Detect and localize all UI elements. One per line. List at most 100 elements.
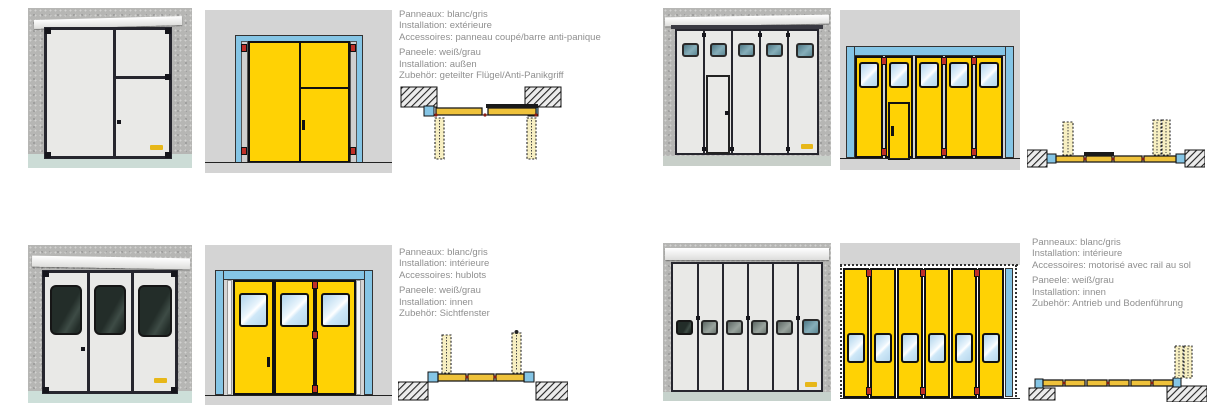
side-guide [356,280,361,395]
window [94,285,126,335]
panel [248,41,301,163]
door-photo-2panel [28,8,192,168]
spec-line: Installation: extérieure [399,20,492,32]
hinge-dot [43,271,49,277]
plan-view-diagram-exterior [400,86,562,160]
door-schematic-2panel [205,10,392,173]
hinge [920,387,926,395]
door-schematic-3panel [205,245,392,405]
floor [28,391,192,403]
lintel [31,255,191,270]
hinge-dot [45,28,51,34]
hinge [881,148,887,156]
side-guide [350,41,357,163]
wall-band [840,243,1020,265]
hinge [312,385,318,393]
guide-dashed [840,265,842,397]
window [138,285,172,337]
hinge-dot [786,33,790,37]
panel-joint [697,264,699,390]
hinge [866,269,872,277]
wicket-door [888,102,910,160]
window [738,43,755,57]
guide-dashed [1015,265,1017,397]
lintel [665,248,829,260]
window [949,62,969,88]
handle [302,120,305,130]
window [901,333,919,363]
hinge [881,57,887,65]
spec-line: Paneele: weiß/grau [399,285,481,297]
spec-line: Installation: innen [399,296,473,308]
panel-joint [731,31,733,153]
hinge-dot [730,147,734,151]
window [766,43,783,57]
hinge [312,331,318,339]
hinge-dot [171,271,177,277]
spec-line: Zubehör: Sichtfenster [399,308,490,320]
window [710,43,727,57]
panel-joint [747,264,749,390]
door-photo-6panel [663,243,831,401]
panel-joint [113,30,116,156]
door-leaf [671,262,823,392]
ground-line [840,158,1020,159]
plan-view-diagram-motorized [1028,345,1207,402]
hinge [971,57,977,65]
hinge-dot [45,152,51,158]
spec-line: Panneaux: blanc/gris [399,247,488,258]
split-line [300,87,349,89]
window [955,333,973,363]
window [982,333,1000,363]
split-line [113,76,169,79]
window [682,43,699,57]
panel-joint [772,264,774,390]
hinge-dot [165,74,171,80]
handle-dot [725,111,729,115]
spec-line: Installation: innen [1032,286,1106,298]
hinge [971,148,977,156]
ground-line [205,395,392,396]
hinge [866,387,872,395]
panel-joint [759,31,761,153]
brand-badge [801,144,813,149]
plan-view-diagram-5panel [1027,119,1205,168]
handle-dot [117,120,121,124]
window [928,333,946,363]
spec-line: Installation: außen [399,58,477,70]
hinge [312,281,318,289]
frame-top [846,46,1014,56]
hinge-dot [702,33,706,37]
hinge-dot [796,316,800,320]
spec-line: Installation: intérieure [1032,248,1123,260]
hinge-dot [165,152,171,158]
window [701,320,718,335]
door-photo-3panel [28,245,192,403]
ground-line [205,162,392,163]
window [859,62,879,88]
top-track [671,25,823,29]
hinge-dot [758,33,762,37]
spec-line: Accessoires: hublots [399,269,487,281]
panel-joint [787,31,789,153]
spec-line: Zubehör: Antrieb und Bodenführung [1032,298,1184,310]
spec-line: Installation: intérieure [399,258,490,270]
frame-left [215,270,224,395]
panel-joint [131,273,134,391]
spec-line: Zubehör: geteilter Flügel/Anti-Panikgrif… [399,70,564,82]
hinge [350,147,356,155]
frame-top [215,270,373,280]
hinge [941,57,947,65]
spec-block: Panneaux: blanc/gris Installation: intér… [399,247,617,319]
window [847,333,865,363]
door-leaf [42,270,178,394]
panel-joint [87,273,90,391]
spec-line: Paneele: weiß/grau [399,47,481,59]
handle-dot [81,347,85,351]
hinge-dot [786,147,790,151]
hinge-dot [696,316,700,320]
spec-block: Panneaux: blanc/gris Installation: intér… [1032,237,1207,309]
door-schematic-5panel [840,10,1020,170]
hinge-dot [165,28,171,34]
